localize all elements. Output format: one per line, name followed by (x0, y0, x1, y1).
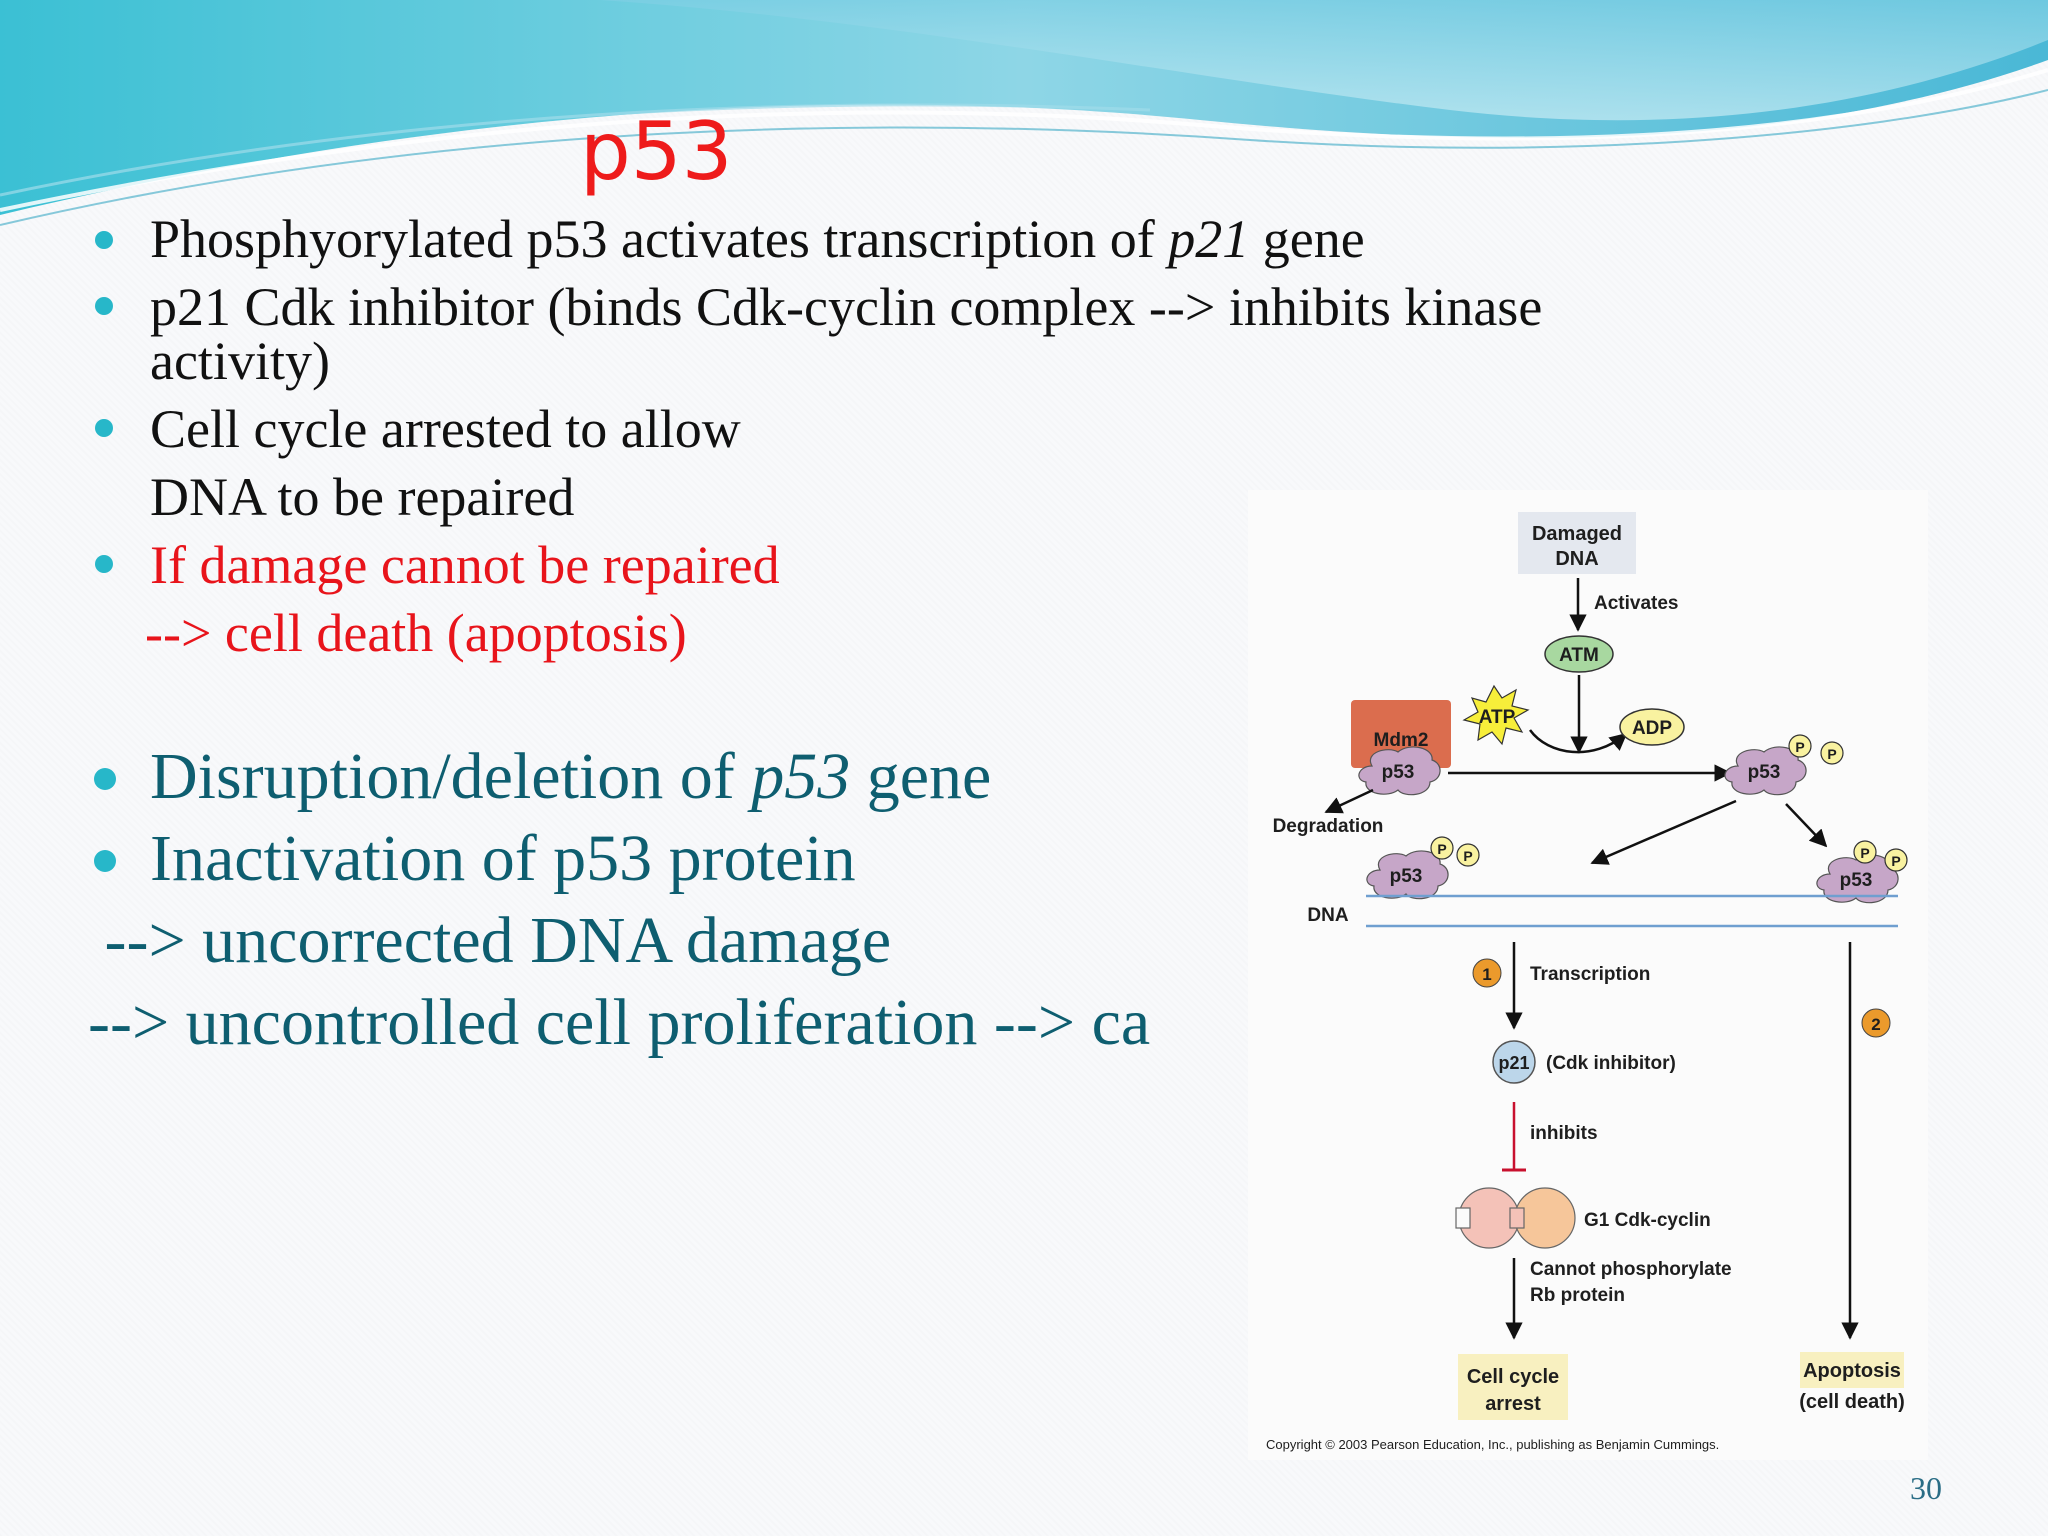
cannot-phosphorylate-label: Cannot phosphorylate (1530, 1259, 1732, 1280)
bullet-dot (95, 297, 113, 315)
phosphate-label: P (1795, 739, 1804, 755)
adp-node: ADP (1619, 708, 1685, 746)
step-1-marker: 1 (1472, 958, 1502, 988)
bullet-text-6: Inactivation of p53 protein (150, 822, 856, 895)
bullet-dot (94, 768, 116, 790)
p53-pathway-diagram: Damaged DNA Activates ATM ATP ADP Mdm2 p… (1248, 490, 1928, 1460)
cdk-inhibitor-label: (Cdk inhibitor) (1546, 1053, 1676, 1074)
phosphate-label: P (1891, 853, 1900, 869)
to-transcription-arrow (1590, 799, 1737, 865)
inhibits-label: inhibits (1530, 1123, 1598, 1144)
bullet-dot (95, 419, 113, 437)
step-1-label: 1 (1482, 965, 1491, 984)
degradation-arrow (1324, 788, 1374, 814)
arrest-label: arrest (1485, 1393, 1541, 1415)
atp-adp-arrow (1528, 729, 1628, 754)
phosphate-label: P (1827, 746, 1836, 762)
damaged-dna-label-2: DNA (1555, 548, 1598, 570)
damaged-dna-box: Damaged DNA (1518, 512, 1636, 574)
rb-protein-label: Rb protein (1530, 1285, 1625, 1306)
cell-death-label: (cell death) (1799, 1391, 1905, 1413)
bullet-text-3-line1: Cell cycle arrested to allow (150, 399, 741, 459)
damaged-dna-label: Damaged (1532, 523, 1622, 545)
bullet-5-text: Disruption/deletion of (150, 740, 752, 813)
p53-label: p53 (1390, 866, 1423, 887)
header-wave-decoration (0, 0, 2048, 226)
atm-label: ATM (1559, 645, 1599, 666)
activates-label: Activates (1594, 593, 1679, 614)
page-number: 30 (1910, 1470, 1942, 1506)
atm-node: ATM (1544, 635, 1614, 673)
atp-node: ATP (1462, 684, 1530, 746)
p21-label: p21 (1498, 1053, 1529, 1073)
apoptosis-box: Apoptosis (1800, 1352, 1904, 1388)
consequence-line-1: --> uncorrected DNA damage (88, 904, 892, 977)
step-2-label: 2 (1871, 1015, 1880, 1034)
p21-node: p21 (1492, 1040, 1536, 1084)
bullet-text-2-line1: p21 Cdk inhibitor (binds Cdk-cyclin comp… (150, 277, 1543, 337)
apoptosis-label: Apoptosis (1803, 1360, 1901, 1382)
bullet-dot (95, 231, 113, 249)
step-2-marker: 2 (1861, 1008, 1891, 1038)
bullet-text-4-line2: --> cell death (apoptosis) (145, 603, 687, 663)
bullet-1-suffix: gene (1249, 209, 1365, 269)
mdm2-label: Mdm2 (1374, 730, 1429, 751)
cell-cycle-arrest-box: Cell cycle arrest (1458, 1354, 1568, 1420)
adp-label: ADP (1632, 718, 1672, 739)
bullet-1-gene: p21 (1168, 209, 1250, 269)
phosphate-label: P (1860, 845, 1869, 861)
bullet-text-3-line2: DNA to be repaired (150, 467, 575, 527)
bullet-text-2-line2: activity) (150, 331, 330, 391)
mdm2-p53-complex: Mdm2 p53 (1351, 700, 1451, 796)
phosphate-label: P (1463, 848, 1472, 864)
to-apoptosis-arrow (1785, 803, 1828, 848)
bullet-text-4-line1: If damage cannot be repaired (150, 535, 780, 595)
bullet-5-gene: p53 (751, 740, 851, 813)
transcription-label: Transcription (1530, 964, 1650, 985)
atp-label: ATP (1479, 707, 1516, 728)
phosphate-label: P (1437, 841, 1446, 857)
consequence-line-2: --> uncontrolled cell proliferation --> … (88, 986, 1151, 1059)
bullet-5-suffix: gene (850, 740, 992, 813)
bullet-1-text: Phosphyorylated p53 activates transcript… (150, 209, 1169, 269)
phospho-p53-top: p53 P P (1724, 734, 1844, 796)
degradation-label: Degradation (1273, 816, 1384, 837)
g1-cdk-cyclin-label: G1 Cdk-cyclin (1584, 1210, 1711, 1231)
bullet-text-5: Disruption/deletion of p53 gene (150, 744, 991, 810)
phospho-p53-dna-left: p53 P P (1366, 836, 1480, 900)
bullet-dot (95, 555, 113, 573)
dna-label: DNA (1307, 905, 1348, 926)
g1-cdk-cyclin-complex (1455, 1187, 1576, 1249)
slide-title: p53 (580, 105, 733, 198)
bullet-text-1: Phosphyorylated p53 activates transcript… (150, 212, 1365, 266)
bullet-dot (94, 850, 116, 872)
copyright-text: Copyright © 2003 Pearson Education, Inc.… (1266, 1437, 1719, 1452)
cell-cycle-label: Cell cycle (1467, 1366, 1559, 1388)
phospho-p53-dna-right: p53 P P (1816, 840, 1908, 904)
p53-label: p53 (1748, 762, 1781, 783)
p53-label: p53 (1840, 870, 1873, 891)
p53-label: p53 (1382, 762, 1415, 783)
